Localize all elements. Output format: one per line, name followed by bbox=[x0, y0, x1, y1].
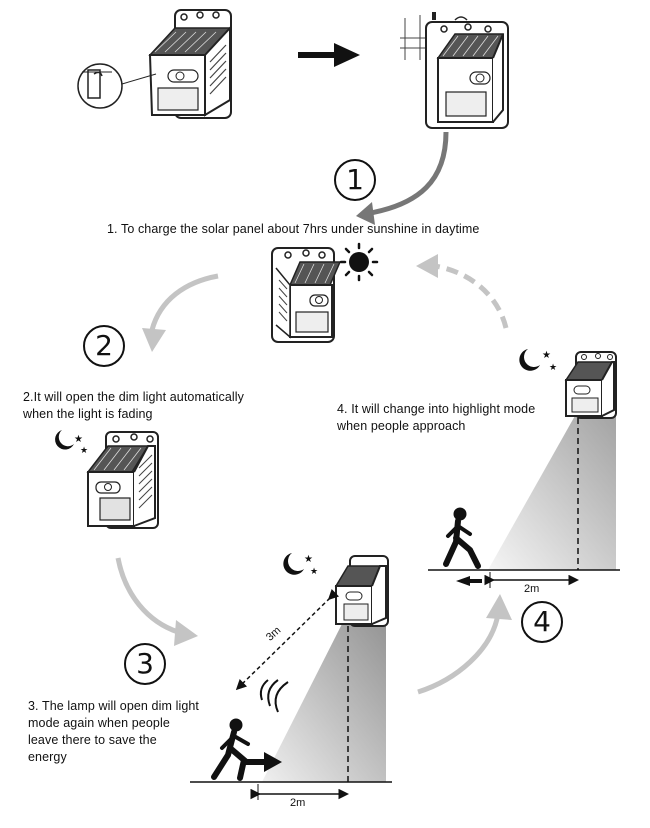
light-beam bbox=[488, 414, 616, 570]
flow-arrow-icon bbox=[149, 273, 219, 331]
mount-detail-icon bbox=[77, 63, 157, 109]
flow-arrow-icon bbox=[486, 594, 512, 620]
solar-lamp-icon bbox=[400, 12, 509, 129]
measure-line bbox=[235, 589, 340, 691]
step-3-caption: 3. The lamp will open dim light mode aga… bbox=[28, 699, 200, 764]
moon-stars-icon: ★ ★ bbox=[55, 430, 88, 455]
moon-stars-icon: ★ ★ bbox=[519, 349, 557, 372]
sun-icon bbox=[339, 242, 379, 282]
step-2-caption: 2.It will open the dim light automatical… bbox=[23, 390, 244, 421]
step-number-2: 2 bbox=[83, 325, 125, 367]
flow-arrow-icon bbox=[174, 620, 198, 646]
light-beam bbox=[262, 620, 386, 782]
flow-arrow-icon bbox=[246, 752, 282, 772]
svg-text:★: ★ bbox=[542, 350, 551, 361]
step-number-4: 4 bbox=[521, 601, 563, 643]
solar-lamp-icon bbox=[564, 351, 617, 419]
distance-label-step3-ground: 2m bbox=[290, 797, 306, 809]
svg-text:★: ★ bbox=[304, 554, 313, 565]
svg-text:★: ★ bbox=[549, 362, 557, 372]
svg-text:★: ★ bbox=[80, 445, 88, 455]
flow-arrow-icon bbox=[364, 131, 449, 217]
svg-text:★: ★ bbox=[74, 434, 83, 445]
flow-arrow-icon bbox=[142, 328, 166, 352]
flow-arrow-icon bbox=[456, 576, 482, 586]
flow-arrow-icon bbox=[298, 43, 360, 67]
distance-label-step4-ground: 2m bbox=[524, 583, 540, 595]
step-number-3: 3 bbox=[124, 643, 166, 685]
running-person-icon bbox=[443, 507, 481, 569]
step-4-caption: 4. It will change into highlight mode wh… bbox=[337, 402, 536, 433]
flow-arrow-icon bbox=[417, 613, 501, 695]
solar-lamp-icon bbox=[334, 555, 389, 627]
solar-lamp-icon bbox=[271, 247, 342, 343]
flow-arrow-icon bbox=[434, 263, 509, 329]
solar-lamp-icon bbox=[148, 9, 232, 119]
flow-arrow-icon bbox=[115, 557, 179, 635]
flow-arrow-icon bbox=[356, 202, 375, 225]
moon-stars-icon: ★ ★ bbox=[283, 553, 318, 576]
svg-text:★: ★ bbox=[310, 566, 318, 576]
step-number-1: 1 bbox=[334, 159, 376, 201]
flow-arrow-icon bbox=[416, 254, 438, 278]
sensor-waves-icon bbox=[259, 679, 289, 713]
solar-lamp-icon bbox=[86, 431, 159, 529]
running-person-icon bbox=[211, 718, 250, 781]
step-1-caption: 1. To charge the solar panel about 7hrs … bbox=[107, 222, 480, 236]
